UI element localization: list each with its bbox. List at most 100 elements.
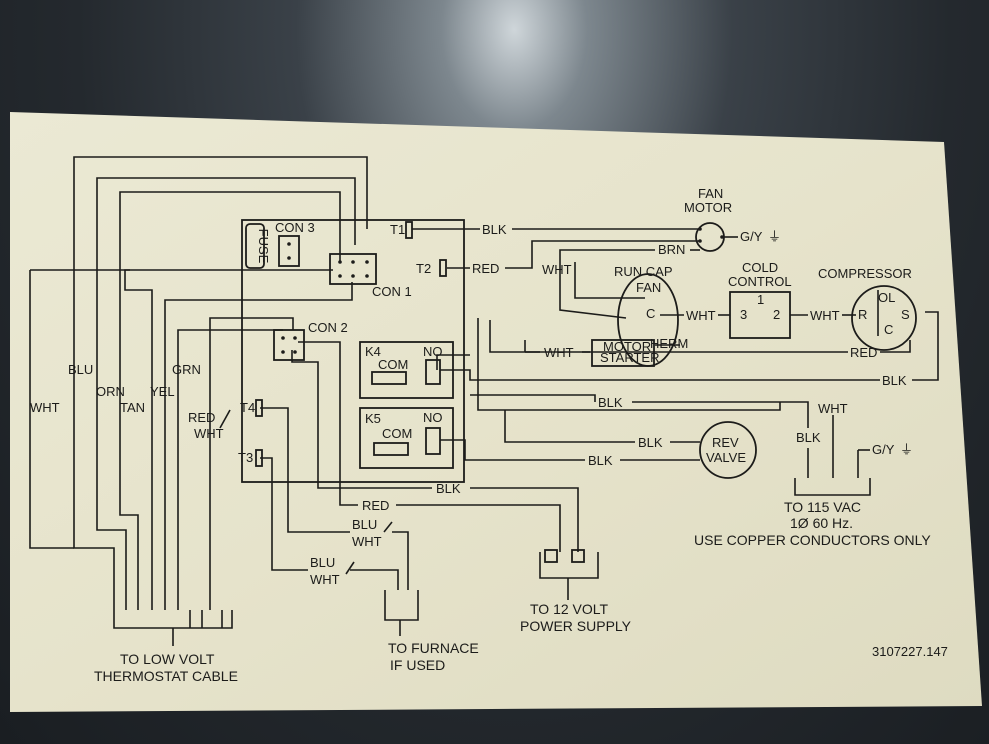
wire-label-wht-2: WHT [310, 572, 340, 587]
rev-valve-label-1: REV [712, 435, 739, 450]
wire-label-wht-supply: WHT [818, 401, 848, 416]
wire-labels: BLK RED WHT BRN WHT WHT RED WHT BLK BLK … [30, 222, 913, 587]
t1-terminal [405, 221, 413, 239]
comp-s-label: S [901, 307, 910, 322]
wire-label-brn: BRN [658, 242, 685, 257]
fan-motor: FAN MOTOR G/Y ⏚ [684, 186, 781, 252]
k5-no-contact [425, 427, 441, 455]
fan-motor-label-2: MOTOR [684, 200, 732, 215]
compressor: COMPRESSOR OL R S C [818, 266, 917, 351]
k4-label: K4 [365, 344, 381, 359]
copper-note: USE COPPER CONDUCTORS ONLY [694, 532, 931, 548]
wire-label-blk-rev-1: BLK [638, 435, 663, 450]
rev-valve-label-2: VALVE [706, 450, 746, 465]
k5-no-label: NO [423, 410, 443, 425]
wire-label-wht-thermo: WHT [30, 400, 60, 415]
con2-label: CON 2 [308, 320, 348, 335]
wire-label-red-12v: RED [362, 498, 389, 513]
cc-terminal-2: 2 [773, 307, 780, 322]
paper-sheet [10, 112, 982, 712]
fuse [245, 223, 265, 269]
wire-label-blu-1: BLU [352, 517, 377, 532]
cold-control: COLD CONTROL 1 2 3 [728, 260, 792, 339]
compressor-label: COMPRESSOR [818, 266, 912, 281]
con2-connector [273, 329, 305, 361]
wire-label-wht-starter: WHT [544, 345, 574, 360]
k4-no-label: NO [423, 344, 443, 359]
supply-gy-label: G/Y [872, 442, 895, 457]
motor-starter [591, 339, 655, 367]
con3-label: CON 3 [275, 220, 315, 235]
wire-label-blk-rev-2: BLK [588, 453, 613, 468]
supply-ground-symbol: ⏚ [900, 442, 913, 457]
k4-com-label: COM [378, 357, 408, 372]
fan-motor-label-1: FAN [698, 186, 723, 201]
thermostat-label-2: THERMOSTAT CABLE [94, 668, 238, 684]
con3-connector [278, 235, 300, 267]
k5-relay [359, 407, 454, 469]
cold-control-label-2: CONTROL [728, 274, 792, 289]
k4-relay [359, 341, 454, 399]
wire-label-red-wht-2: WHT [194, 426, 224, 441]
comp-ol-label: OL [878, 290, 895, 305]
wire-label-orn: ORN [96, 384, 125, 399]
t1-label: T1 [390, 222, 405, 237]
wire-label-tan: TAN [120, 400, 145, 415]
t2-terminal [439, 259, 447, 277]
wire-label-red-wht-1: RED [188, 410, 215, 425]
furnace-label-1: TO FURNACE [388, 640, 479, 656]
wire-label-blk-comp: BLK [882, 373, 907, 388]
k4-com-contact [371, 371, 407, 385]
supply-label-2: 1Ø 60 Hz. [790, 515, 853, 531]
con1-connector [329, 253, 377, 285]
part-number: 3107227.147 [872, 644, 948, 659]
power-supply-label-2: POWER SUPPLY [520, 618, 632, 634]
cc-terminal-3: 3 [740, 307, 747, 322]
wire-network [29, 156, 939, 646]
motor-starter-label-2: STARTER [600, 350, 659, 365]
board-outline [241, 219, 465, 483]
ground-symbol: ⏚ [768, 229, 781, 244]
motor-starter-label-1: MOTOR [603, 339, 651, 354]
cap-fan-label: FAN [636, 280, 661, 295]
furnace-label-2: IF USED [390, 657, 445, 673]
annotations: TO 115 VAC 1Ø 60 Hz. USE COPPER CONDUCTO… [94, 499, 948, 684]
control-board: FUSE CON 3 CON 1 CON 2 T1 T2 T4 T3 K4 CO… [238, 219, 465, 483]
cold-control-label-1: COLD [742, 260, 778, 275]
cap-herm-label: HERM [650, 336, 688, 351]
wire-label-blu: BLU [68, 362, 93, 377]
con1-label: CON 1 [372, 284, 412, 299]
t3-label: T3 [238, 450, 253, 465]
fuse-label: FUSE [256, 229, 271, 264]
power-supply-label-1: TO 12 VOLT [530, 601, 609, 617]
wire-label-grn: GRN [172, 362, 201, 377]
k4-no-contact [425, 359, 441, 385]
comp-r-label: R [858, 307, 867, 322]
k5-com-contact [373, 442, 409, 456]
run-cap-label: RUN CAP [614, 264, 673, 279]
wire-label-blk-supply-2: BLK [796, 430, 821, 445]
cap-c-label: C [646, 306, 655, 321]
t4-terminal [255, 399, 263, 417]
t2-label: T2 [416, 261, 431, 276]
fan-gy-label: G/Y [740, 229, 763, 244]
wire-label-wht-fan: WHT [542, 262, 572, 277]
k5-label: K5 [365, 411, 381, 426]
supply-label-1: TO 115 VAC [784, 499, 861, 515]
wire-label-blk-supply: BLK [598, 395, 623, 410]
wire-label-wht-comp: WHT [810, 308, 840, 323]
thermostat-label-1: TO LOW VOLT [120, 651, 215, 667]
wire-label-blu-2: BLU [310, 555, 335, 570]
reversing-valve: REV VALVE [699, 421, 757, 479]
wire-label-wht-cap: WHT [686, 308, 716, 323]
k5-com-label: COM [382, 426, 412, 441]
t4-label: T4 [240, 400, 255, 415]
wire-label-blk-t1: BLK [482, 222, 507, 237]
wire-label-red-t2: RED [472, 261, 499, 276]
power-supply-connector [544, 549, 585, 563]
comp-c-label: C [884, 322, 893, 337]
wire-label-red-comp: RED [850, 345, 877, 360]
run-capacitor: RUN CAP FAN C HERM MOTOR STARTER [591, 264, 688, 367]
